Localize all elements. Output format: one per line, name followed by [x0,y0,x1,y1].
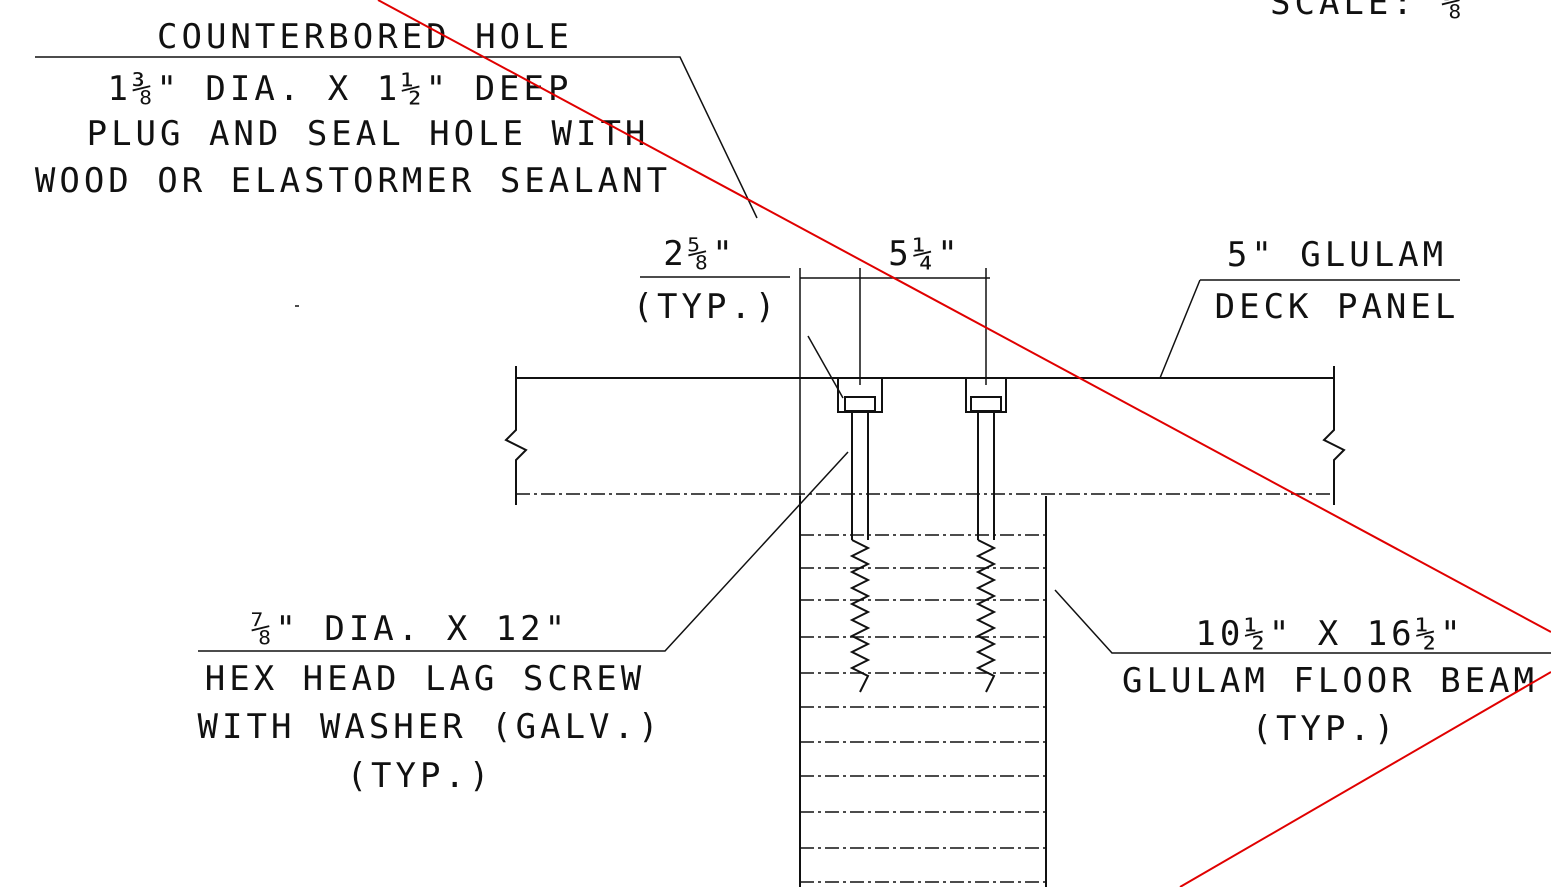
lag-label-4: (TYP.) [347,756,494,796]
counterbore-label-4: WOOD OR ELASTORMER SEALANT [35,161,671,201]
lag-screw-2 [965,377,1007,693]
lag-screw-1 [837,377,883,693]
beam-label-3: (TYP.) [1252,709,1399,749]
scale-note: SCALE: ⅜ [1270,0,1466,23]
counterbore-label-1: COUNTERBORED HOLE [157,17,573,57]
screw-spacing-dim: 5¼" [888,234,961,274]
red-overlay-line-1 [377,0,1551,633]
beam-leader [1054,589,1551,654]
edge-distance-typ: (TYP.) [633,287,780,327]
deck-label-1: 5" GLULAM [1227,235,1447,275]
lag-label-2: HEX HEAD LAG SCREW [205,659,645,699]
lag-leader [198,451,849,652]
deck-label-2: DECK PANEL [1215,287,1460,327]
counterbore-label-3: PLUG AND SEAL HOLE WITH [87,114,650,154]
deck-panel [504,366,1346,505]
beam-label-2: GLULAM FLOOR BEAM [1122,661,1538,701]
lag-label-1: ⅞" DIA. X 12" [251,609,569,649]
floor-beam [799,496,1047,887]
lag-label-3: WITH WASHER (GALV.) [198,707,663,747]
deck-leader [1159,279,1460,379]
edge-distance-dim: 2⅝" [663,234,736,274]
counterbore-leader [35,56,758,219]
counterbore-label-2: 1⅜" DIA. X 1½" DEEP [108,69,573,109]
beam-label-1: 10½" X 16½" [1195,614,1464,654]
red-overlay-line-2 [1179,671,1551,887]
